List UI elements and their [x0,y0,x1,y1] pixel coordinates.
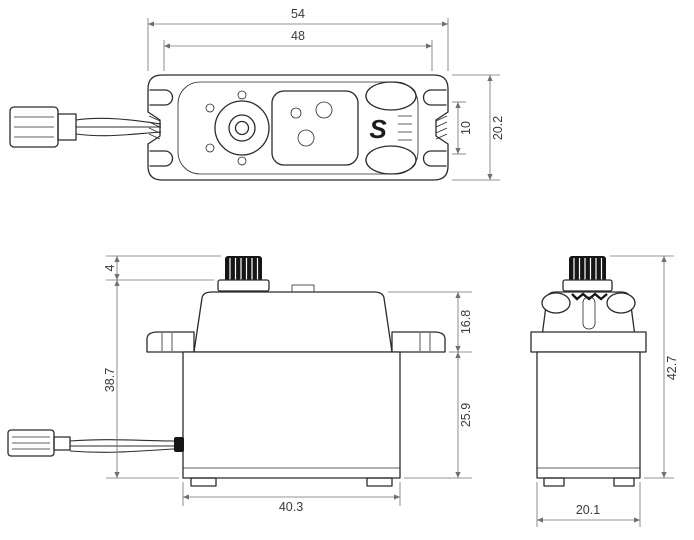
connector-tip [57,113,77,141]
front-view [7,256,446,487]
output-spline-side [569,256,606,282]
dimension-spline-height: 4 [103,255,221,281]
cover-hole-small [290,107,302,119]
spline-collar-front [217,279,270,292]
dimension-label-10: 10 [459,121,473,135]
dimension-case-offset: 10 [452,101,473,155]
output-gear-ring [228,114,256,142]
servo-wire [75,131,162,137]
bottom-foot [190,477,217,487]
dimension-label-25-9: 25.9 [459,403,473,427]
flange-slot-right [419,333,431,351]
dimension-body-depth-side: 20.1 [536,482,641,527]
flange-slot-left [161,333,173,351]
mount-flange-left [146,331,195,353]
dimension-body-width: 40.3 [182,482,401,514]
spline-collar-side [562,279,613,292]
dimension-overall-width: 54 [147,7,449,71]
connector-ridges [14,116,54,138]
mount-slot-top-right [422,89,447,106]
mount-slot-bottom-right [422,150,447,167]
output-spline-front [225,256,262,282]
case-hump-top [365,81,417,111]
case-hump-side-left [541,292,571,314]
grip-ridges-right [435,115,448,140]
servo-connector-front [7,429,71,457]
top-view-dimensions: 54 48 20.2 10 [147,7,505,181]
output-gear-bore [234,120,250,136]
bottom-foot [543,477,565,487]
case-screw [237,156,247,166]
mount-flange-right [391,331,446,353]
front-upper-case [193,291,393,353]
top-case-outline [147,74,449,181]
front-main-body [182,351,401,479]
dimension-label-38-7: 38.7 [103,368,117,392]
servo-connector-top [9,106,162,148]
spline-teeth-side [573,258,603,281]
mount-slot-top-left [149,89,174,106]
dimension-label-54: 54 [291,7,305,21]
cover-hole-right [315,101,333,119]
case-screw [205,143,215,153]
connector-tip [53,436,71,451]
connector-ridges [12,436,50,450]
dimension-upper-height: 16.8 [388,291,473,353]
grip-band-side [571,292,608,301]
bottom-foot [613,477,635,487]
servo-wire [75,117,162,125]
dimension-label-48: 48 [291,29,305,43]
dimension-body-depth: 20.2 [452,74,505,181]
dimension-label-20-1: 20.1 [576,503,600,517]
side-view-dimensions: 42.7 20.1 [536,255,679,527]
dimension-label-40-3: 40.3 [279,500,303,514]
grip-ridges-left [148,115,161,140]
top-case-inner-edge [177,81,419,175]
case-hump-bottom [365,145,417,175]
front-view-dimensions: 4 38.7 16.8 25.9 40.3 [103,255,473,514]
case-screw [237,90,247,100]
dimension-case-height: 38.7 [103,280,179,479]
output-gear-outer [214,100,270,156]
side-view [530,256,647,487]
servo-wire [69,448,175,453]
side-main-body [536,351,641,479]
center-slot-side [582,296,596,330]
cover-hole-center [297,129,315,147]
mount-slot-bottom-left [149,150,174,167]
mount-flange-side [530,331,647,353]
brand-logo: S [369,114,387,144]
dimension-label-20-2: 20.2 [491,116,505,140]
spline-teeth-front [229,258,259,281]
front-top-step [291,284,315,293]
servo-wire [69,439,175,442]
case-hump-side-right [606,292,636,314]
dimension-label-42-7: 42.7 [665,356,679,380]
logo-ridges [398,115,412,141]
dimension-mount-spacing: 48 [163,29,433,71]
top-view: S [9,74,449,181]
electronics-cover [271,90,359,166]
dimension-label-16-8: 16.8 [459,310,473,334]
dimension-lower-height: 25.9 [404,352,473,479]
case-screw [205,103,215,113]
wire-strain-relief [174,437,184,452]
dimension-label-4: 4 [103,264,117,271]
dimension-total-height: 42.7 [610,255,679,479]
bottom-foot [366,477,393,487]
